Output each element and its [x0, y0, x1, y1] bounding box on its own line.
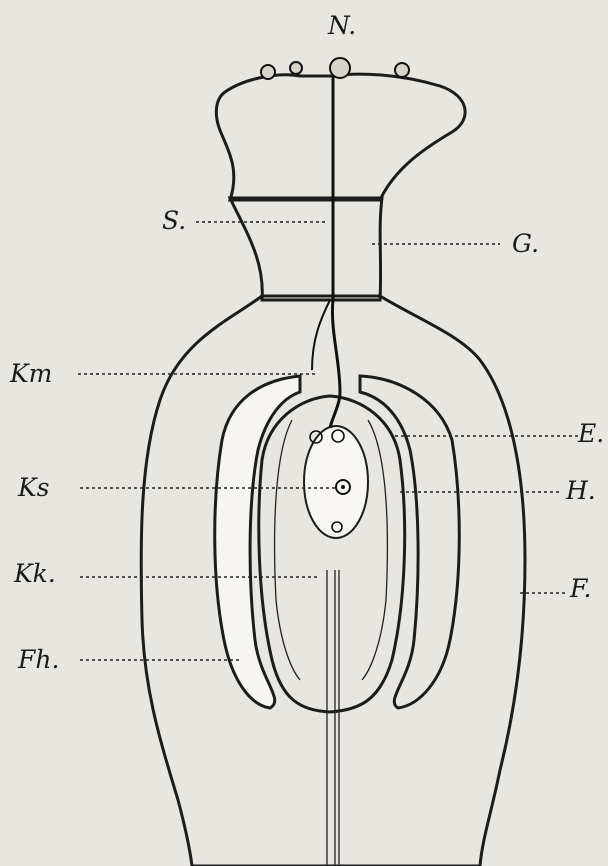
label-g: G.: [512, 229, 539, 258]
label-fh: Fh.: [17, 645, 59, 674]
label-s: S.: [162, 206, 186, 235]
pollen-tube: [330, 76, 340, 428]
label-ks: Ks: [17, 473, 50, 502]
vascular-strand: [327, 570, 339, 866]
label-f: F.: [569, 574, 591, 603]
label-h: H.: [565, 476, 596, 505]
label-km: Km: [9, 359, 52, 388]
style: [230, 198, 382, 300]
stigma: [216, 74, 465, 200]
ovary-cavity: [215, 376, 300, 708]
label-e: E.: [577, 419, 604, 448]
label-kk: Kk.: [13, 559, 56, 588]
label-n: N.: [327, 11, 356, 40]
ovary-wall: [141, 296, 525, 866]
